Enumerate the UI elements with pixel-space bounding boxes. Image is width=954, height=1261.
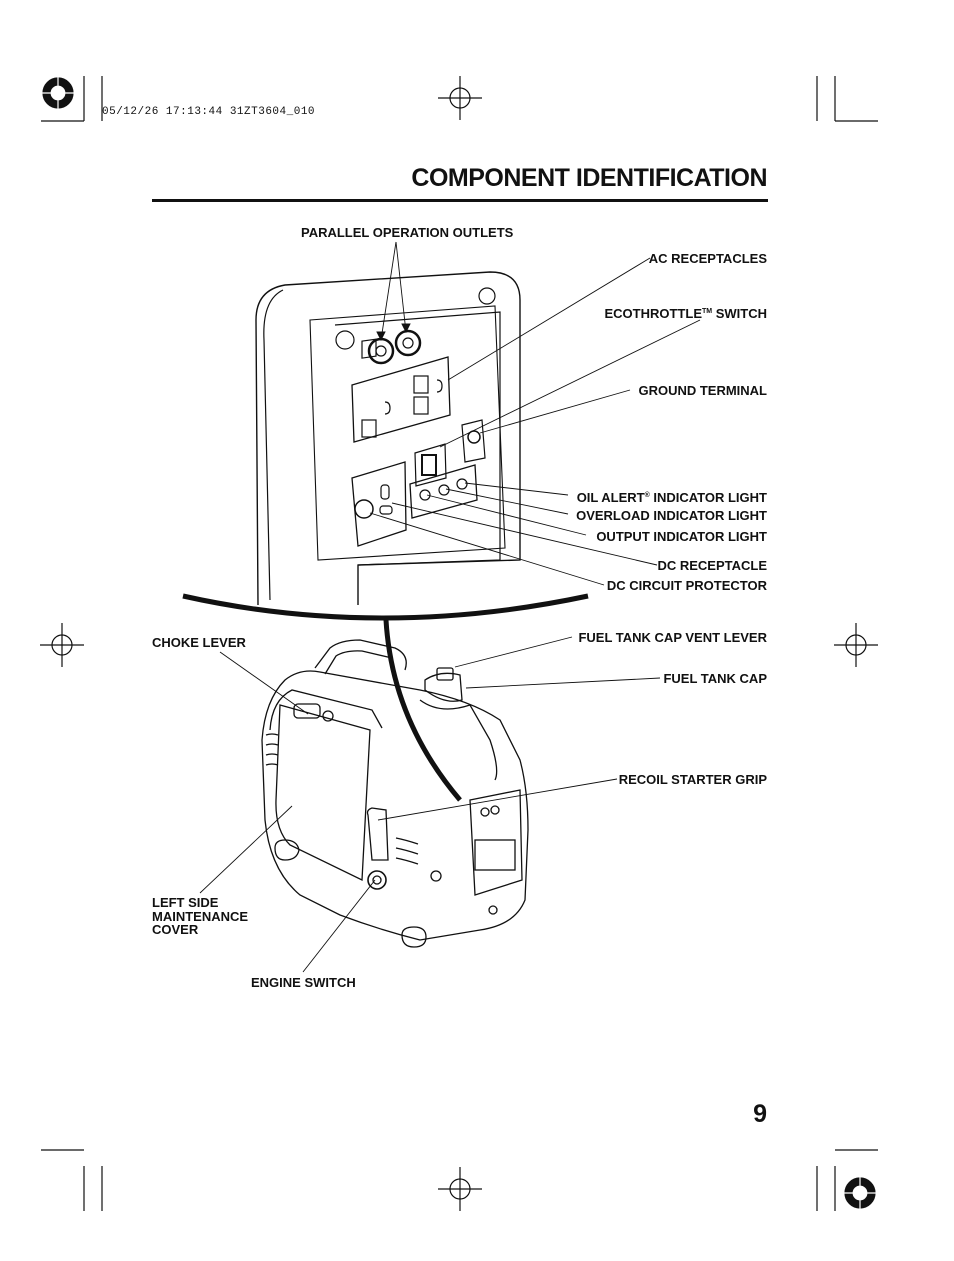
title-rule: [152, 199, 768, 202]
label-oil-alert-indicator-text: INDICATOR LIGHT: [649, 490, 767, 505]
label-fuel-tank-cap: FUEL TANK CAP: [663, 671, 767, 686]
trademark-mark: TM: [702, 308, 713, 315]
label-left-side-maintenance-cover: LEFT SIDE MAINTENANCE COVER: [152, 896, 272, 937]
crop-mark-top-left: [40, 75, 103, 122]
detail-callout-arc: [182, 593, 589, 621]
crop-mark-bottom-center: [438, 1167, 482, 1211]
crop-mark-mid-right: [834, 623, 878, 667]
label-parallel-operation-outlets: PARALLEL OPERATION OUTLETS: [301, 225, 514, 240]
label-oil-alert-indicator-light: OIL ALERT® INDICATOR LIGHT: [577, 489, 767, 505]
generator-illustration: [261, 639, 529, 948]
label-fuel-tank-cap-vent-lever: FUEL TANK CAP VENT LEVER: [578, 630, 767, 645]
label-ecothrottle-text: ECOTHROTTLE: [604, 306, 703, 321]
label-left-side-line-1: LEFT SIDE: [152, 895, 219, 910]
page-number: 9: [753, 1100, 767, 1128]
leader-lines: [199, 241, 701, 973]
label-dc-circuit-protector: DC CIRCUIT PROTECTOR: [606, 578, 767, 593]
label-engine-switch: ENGINE SWITCH: [251, 975, 356, 990]
detail-callout-stem: [383, 619, 462, 802]
label-left-side-line-3: COVER: [152, 922, 199, 937]
crop-mark-top-right: [816, 76, 878, 122]
crop-mark-mid-left: [40, 623, 84, 667]
label-left-side-line-2: MAINTENANCE: [152, 908, 249, 924]
label-ecothrottle-switch: ECOTHROTTLETM SWITCH: [605, 305, 768, 321]
registered-mark: ®: [644, 492, 650, 499]
crop-mark-top-center: [438, 76, 482, 120]
page-title: COMPONENT IDENTIFICATION: [411, 164, 767, 192]
label-ac-receptacles: AC RECEPTACLES: [648, 251, 767, 266]
label-output-indicator-light: OUTPUT INDICATOR LIGHT: [596, 529, 767, 544]
label-oil-alert-text: OIL ALERT: [576, 490, 645, 505]
print-stamp: 05/12/26 17:13:44 31ZT3604_010: [102, 106, 316, 118]
label-choke-lever: CHOKE LEVER: [152, 635, 246, 650]
crop-mark-bottom-left: [41, 1149, 103, 1211]
label-ecothrottle-switch-text: SWITCH: [712, 306, 767, 321]
label-ground-terminal: GROUND TERMINAL: [638, 383, 767, 398]
crop-mark-bottom-right: [816, 1149, 878, 1211]
label-dc-receptacle: DC RECEPTACLE: [657, 558, 767, 573]
label-recoil-starter-grip: RECOIL STARTER GRIP: [618, 772, 767, 787]
label-overload-indicator-light: OVERLOAD INDICATOR LIGHT: [576, 508, 767, 523]
control-panel-detail: [255, 271, 521, 606]
